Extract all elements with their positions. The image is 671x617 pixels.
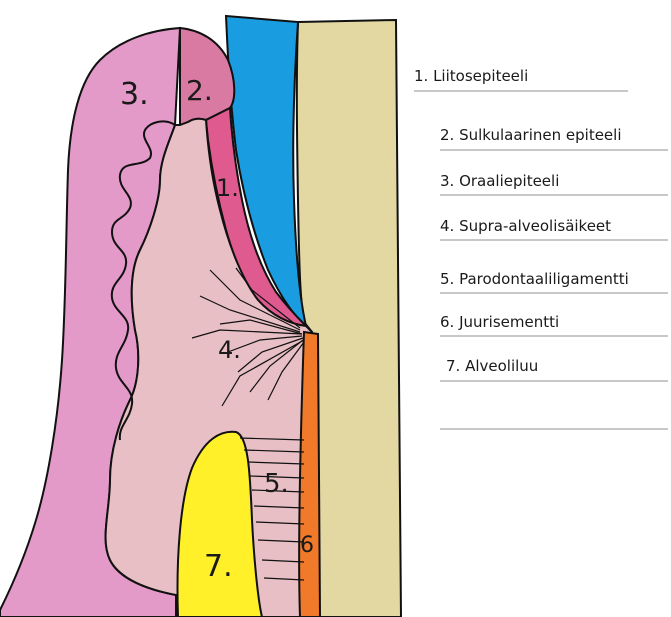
legend-rule-6	[440, 335, 668, 337]
region-label-4: 4.	[218, 336, 241, 364]
legend-item-7: 7. Alveoliluu	[446, 357, 538, 375]
legend-rule-5	[440, 292, 668, 294]
legend-item-1: 1. Liitosepiteeli	[414, 67, 528, 85]
legend-rule-8	[440, 428, 668, 430]
legend-item-4: 4. Supra-alveolisäikeet	[440, 217, 611, 235]
legend-item-3: 3. Oraaliepiteeli	[440, 172, 559, 190]
region-label-7: 7.	[204, 549, 233, 584]
region-label-2: 2.	[186, 74, 213, 107]
legend-rule-4	[440, 239, 668, 241]
legend-rule-3	[440, 194, 668, 196]
legend-item-6: 6. Juurisementti	[440, 313, 559, 331]
region-label-5: 5.	[264, 469, 289, 499]
legend-item-2: 2. Sulkulaarinen epiteeli	[440, 126, 622, 144]
cementum	[299, 332, 320, 617]
legend-rule-2	[440, 149, 668, 151]
legend-rule-7	[440, 380, 668, 382]
legend-rule-1	[414, 90, 628, 92]
region-label-3: 3.	[120, 77, 149, 112]
region-label-6: 6	[300, 533, 314, 558]
legend-item-5: 5. Parodontaaliligamentti	[440, 270, 629, 288]
region-label-1: 1.	[216, 174, 239, 202]
